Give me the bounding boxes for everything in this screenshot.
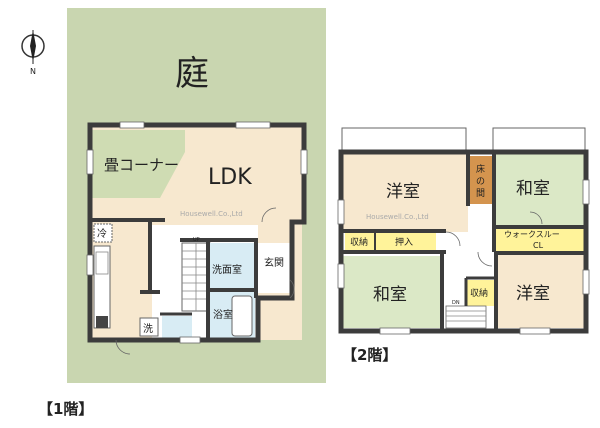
entrance-label: 玄関 <box>264 256 284 269</box>
floor1-plan <box>86 121 308 355</box>
washer <box>139 317 159 337</box>
japanese-room-2-area <box>342 256 442 328</box>
japanese-room-1-label: 和室 <box>516 179 550 199</box>
washer-label: 洗 <box>143 323 153 335</box>
tokonoma-label-1: 床 <box>476 163 485 175</box>
watermark-2f: Housewell.Co.,Ltd <box>366 213 429 221</box>
floor2-plan <box>337 127 590 335</box>
storage-1-area <box>345 232 375 250</box>
walk-through-cl-label-2: CL <box>533 241 544 250</box>
tokonoma-area <box>470 156 492 204</box>
storage-2-label: 収納 <box>470 287 488 299</box>
western-room-1-label: 洋室 <box>386 182 420 202</box>
dn-label: DN <box>452 300 460 306</box>
western-room-1-area <box>342 152 468 232</box>
western-room-2-label: 洋室 <box>516 284 550 304</box>
refrigerator-label: 冷 <box>97 227 107 240</box>
bathroom-label: 浴室 <box>213 308 233 321</box>
stairs-2f <box>445 305 487 329</box>
western-room-2-area <box>496 254 584 328</box>
tokonoma-label-2: の <box>476 177 485 187</box>
refrigerator <box>93 223 113 243</box>
closet-area <box>376 232 436 250</box>
washroom-label: 洗面室 <box>212 263 242 276</box>
japanese-room-2-label: 和室 <box>373 285 407 305</box>
storage-2-area <box>467 280 495 306</box>
walk-through-cl-area <box>494 228 584 252</box>
up-label: UP <box>193 237 200 243</box>
north-arrow-icon <box>21 30 45 64</box>
watermark-1f: Housewell.Co.,Ltd <box>180 210 243 218</box>
stairs-1f <box>181 242 211 312</box>
walk-through-cl-label-1: ウォークスルー <box>504 230 560 239</box>
entrance-area <box>258 243 290 293</box>
tokonoma-label-3: 間 <box>476 188 485 199</box>
tatami-corner-label: 畳コーナー <box>104 156 179 174</box>
ldk-label: LDK <box>208 165 252 190</box>
washroom-area <box>210 243 255 291</box>
storage-1-label: 収納 <box>350 236 368 248</box>
garden-label: 庭 <box>175 54 209 94</box>
closet-label: 押入 <box>395 236 413 248</box>
floor2-title: 【2階】 <box>342 346 398 364</box>
japanese-room-1-area <box>494 152 584 226</box>
north-label: N <box>30 67 36 76</box>
floor1-title: 【1階】 <box>38 400 94 418</box>
tatami-corner-area <box>92 130 185 198</box>
